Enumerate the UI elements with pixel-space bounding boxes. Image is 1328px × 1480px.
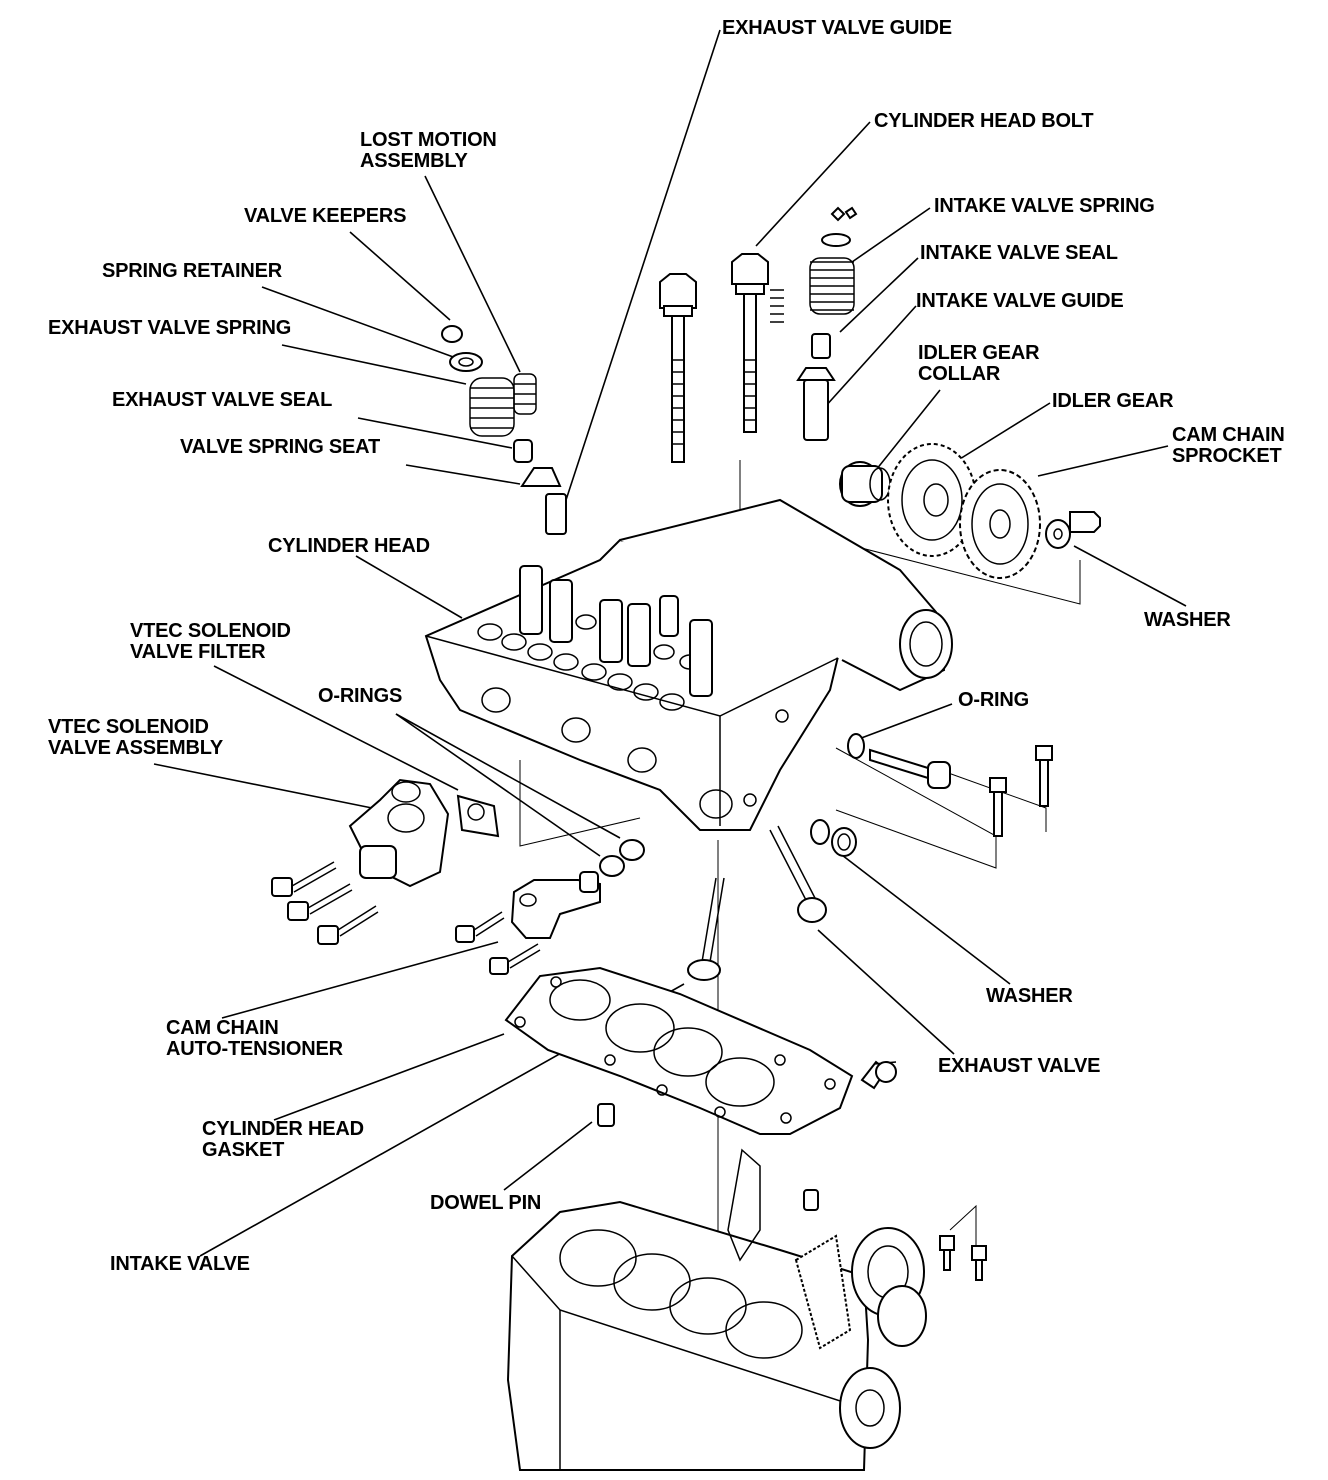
- leader-o-rings-b: [395, 713, 601, 857]
- leader-o-ring: [855, 703, 953, 741]
- leader-intake-valve-spring: [851, 207, 931, 263]
- vtec-solenoid: [348, 778, 500, 888]
- cam-chain-tensioner: [510, 871, 601, 939]
- leader-idler-gear: [954, 402, 1051, 463]
- leader-cylinder-head-bolt: [755, 121, 871, 247]
- right-side-fasteners: [810, 733, 1053, 857]
- label-exhaust-valve-seal: EXHAUST VALVE SEAL: [112, 389, 333, 411]
- label-cylinder-head: CYLINDER HEAD: [268, 535, 430, 557]
- alignment-line-bolts-right-2: [939, 769, 1047, 832]
- alignment-line-sprocket: [759, 521, 1081, 605]
- alignment-line-vtec: [519, 760, 641, 847]
- label-washer-upper: WASHER: [1144, 609, 1231, 631]
- leader-cam-chain-sprocket: [1037, 445, 1169, 477]
- leader-exhaust-valve: [817, 929, 955, 1055]
- label-idler-gear: IDLER GEAR: [1052, 390, 1174, 412]
- leader-washer-lower: [837, 851, 1011, 985]
- cam-drive-gears: [839, 443, 1101, 579]
- label-intake-valve-seal: INTAKE VALVE SEAL: [920, 242, 1118, 264]
- label-valve-spring-seat: VALVE SPRING SEAT: [180, 436, 380, 458]
- label-o-rings: O-RINGS: [318, 685, 403, 707]
- leader-valve-spring-seat: [405, 464, 521, 485]
- leader-spring-retainer: [261, 286, 457, 359]
- label-exhaust-valve-spring: EXHAUST VALVE SPRING: [48, 317, 292, 339]
- label-washer-lower: WASHER: [986, 985, 1073, 1007]
- label-cylinder-head-bolt: CYLINDER HEAD BOLT: [874, 110, 1094, 132]
- leader-cylinder-head-gasket: [273, 1033, 505, 1121]
- label-intake-valve: INTAKE VALVE: [110, 1253, 250, 1275]
- leader-vtec-filter: [213, 665, 459, 791]
- leader-intake-valve-seal: [839, 257, 919, 333]
- leader-o-rings-a: [395, 713, 621, 839]
- left-bolts: [271, 861, 541, 975]
- cylinder-head-bolts: [659, 253, 769, 463]
- leader-washer-upper: [1073, 545, 1187, 607]
- cylinder-head-gasket: [504, 966, 897, 1135]
- o-rings: [599, 839, 645, 877]
- leader-idler-gear-collar: [875, 389, 941, 471]
- leader-exhaust-valve-guide: [565, 29, 721, 501]
- leader-lost-motion: [424, 175, 521, 373]
- label-intake-valve-guide: INTAKE VALVE GUIDE: [916, 290, 1124, 312]
- label-o-ring: O-RING: [958, 689, 1030, 711]
- label-intake-valve-spring: INTAKE VALVE SPRING: [934, 195, 1155, 217]
- leader-cylinder-head: [355, 555, 463, 619]
- exhaust-valve-train: [441, 325, 567, 535]
- label-dowel-pin: DOWEL PIN: [430, 1192, 542, 1214]
- dowel-pins: [597, 1103, 819, 1211]
- alignment-line-bolts-right: [835, 747, 997, 869]
- leader-exhaust-valve-seal: [357, 417, 513, 449]
- label-valve-keepers: VALVE KEEPERS: [244, 205, 407, 227]
- intake-valve-train: [770, 206, 858, 441]
- leader-exhaust-valve-spring: [281, 344, 467, 385]
- leader-vtec-assembly: [153, 763, 373, 809]
- leader-cam-chain-tensioner: [221, 941, 499, 1019]
- label-exhaust-valve: EXHAUST VALVE: [938, 1055, 1101, 1077]
- label-exhaust-valve-guide: EXHAUST VALVE GUIDE: [722, 17, 952, 39]
- label-spring-retainer: SPRING RETAINER: [102, 260, 282, 282]
- valves: [687, 825, 827, 981]
- leader-intake-valve-guide: [823, 305, 917, 409]
- leader-dowel-pin: [503, 1121, 593, 1191]
- cylinder-head: [424, 498, 953, 831]
- engine-block: [506, 1148, 987, 1471]
- leader-valve-keepers: [349, 231, 451, 321]
- leader-lines: [153, 29, 1187, 1470]
